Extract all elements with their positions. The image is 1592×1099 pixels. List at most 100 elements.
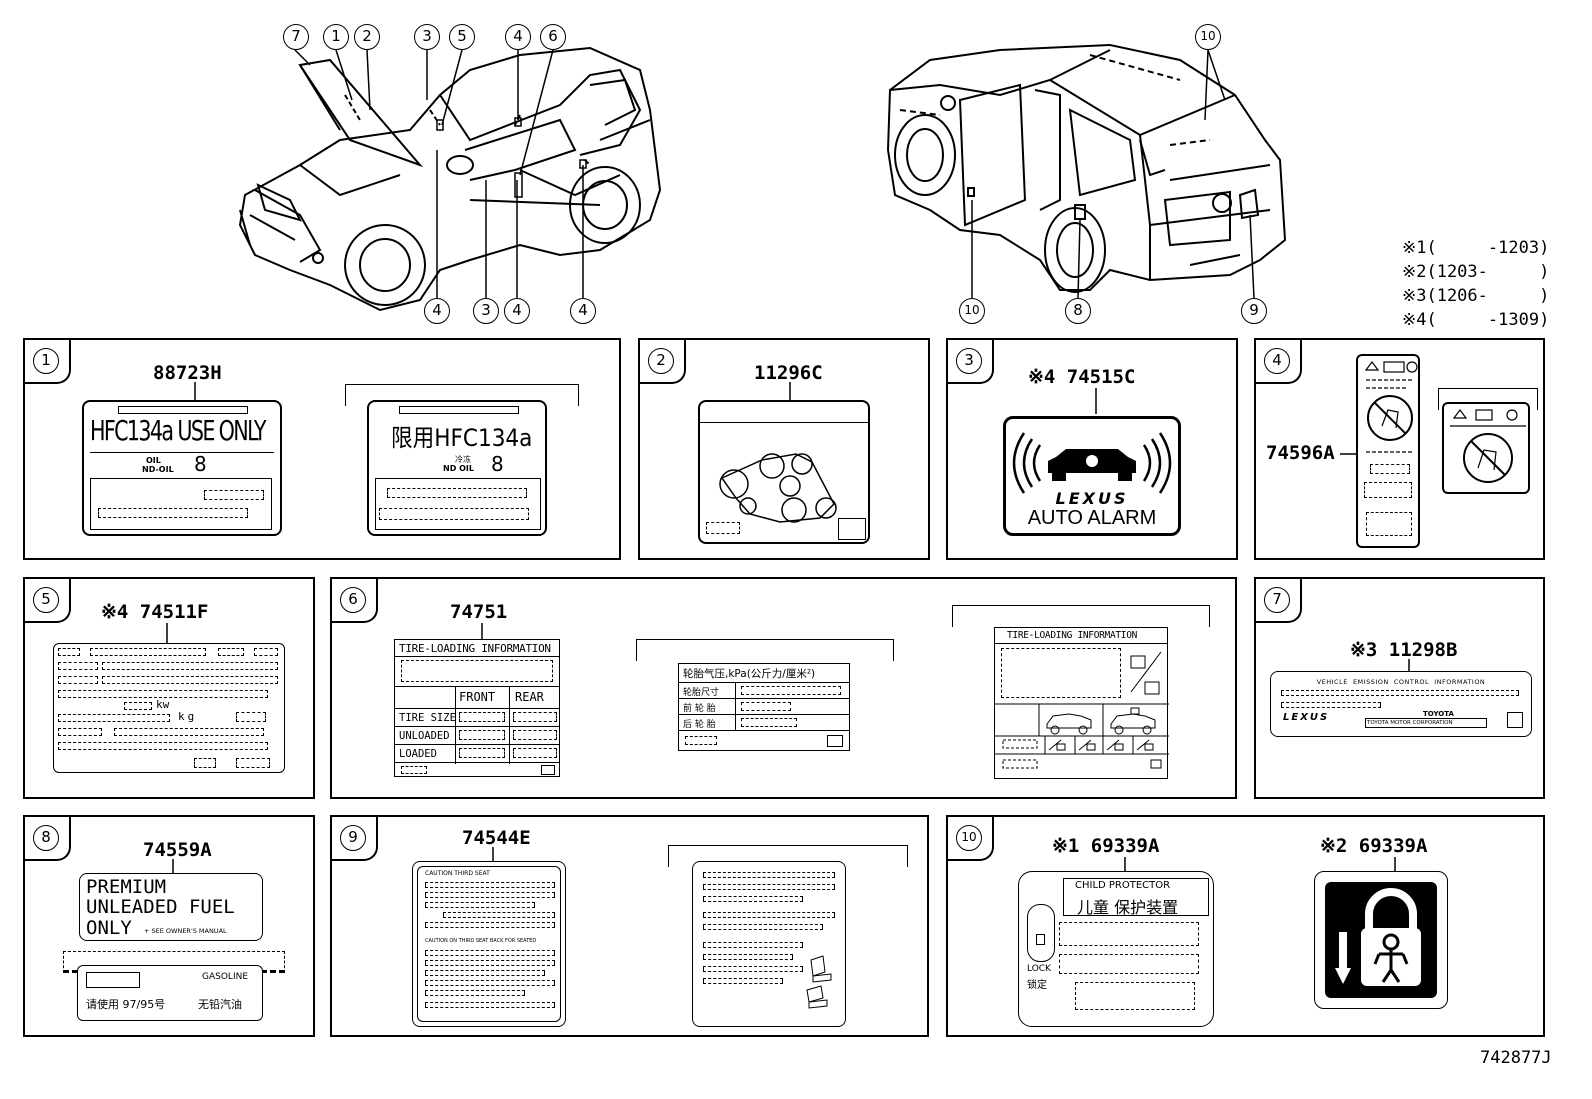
auto-alarm-label: LEXUS AUTO ALARM	[1003, 416, 1181, 536]
vehicle-spec-plate: kw kg	[53, 643, 285, 773]
child-lock-icon	[1325, 882, 1437, 998]
part-number-a: ※1 69339A	[1052, 835, 1160, 857]
panel-tab: 2	[640, 340, 686, 384]
see-manual: + SEE OWNER'S MANUAL	[144, 927, 227, 935]
region-bracket	[636, 639, 894, 661]
child-lock-pictogram-label	[1314, 871, 1448, 1009]
kw-unit: kw	[156, 698, 170, 711]
region-bracket	[668, 845, 908, 867]
panel-number: 6	[340, 587, 366, 613]
oil-label: OIL	[146, 456, 161, 465]
region-bracket	[1438, 388, 1538, 410]
part-number: ※3 11298B	[1350, 639, 1458, 661]
note-2: ※2(1203- )	[1402, 262, 1550, 282]
panel-tab: 4	[1256, 340, 1302, 384]
panel-tab: 1	[25, 340, 71, 384]
panel-number: 4	[1264, 348, 1290, 374]
oil-grade: 8	[491, 452, 504, 476]
part-number: 74544E	[462, 827, 531, 849]
cn-right: 无铅汽油	[198, 998, 242, 1011]
panel-number: 7	[1264, 587, 1290, 613]
panel-tab: 9	[332, 817, 378, 861]
emission-control-label: VEHICLE EMISSION CONTROL INFORMATION LEX…	[1270, 671, 1532, 737]
callout-2: 2	[354, 24, 380, 50]
maker-name: TOYOTA	[1423, 710, 1454, 718]
oil-label-cn: 冷冻	[455, 455, 471, 464]
gasoline-label-cn: GASOLINE 请使用 97/95号 无铅汽油	[77, 965, 263, 1021]
front-header: FRONT	[459, 690, 496, 704]
panel-number: 9	[340, 825, 366, 851]
cn-left: 请使用 97/95号	[86, 998, 166, 1011]
callout-3: 3	[414, 24, 440, 50]
nd-oil-label: ND OIL	[443, 464, 474, 473]
fuel-label: PREMIUM UNLEADED FUEL ONLY + SEE OWNER'S…	[79, 873, 263, 941]
emission-header: VEHICLE EMISSION CONTROL INFORMATION	[1316, 678, 1486, 686]
callout-9: 9	[1241, 298, 1267, 324]
brand-logo: LEXUS	[1283, 712, 1330, 723]
third-seat-caution-label: CAUTION THIRD SEAT CAUTION ON THIRD SEAT…	[412, 861, 566, 1027]
part-number: ※4 74511F	[101, 601, 209, 623]
part-number-b: ※2 69339A	[1320, 835, 1428, 857]
tire-pressure-label-cn: 轮胎气压,kPa(公斤力/厘米²) 轮胎尺寸 前 轮 胎 后 轮 胎	[678, 663, 850, 751]
callout-6: 6	[540, 24, 566, 50]
tire-loading-label: TIRE-LOADING INFORMATION FRONT REAR TIRE…	[394, 639, 560, 777]
kg-unit: kg	[178, 710, 198, 723]
loaded-row: LOADED	[399, 748, 437, 760]
alarm-text: AUTO ALARM	[1027, 507, 1157, 529]
airbag-warning-label-small	[1442, 402, 1530, 494]
panel-tab: 6	[332, 579, 378, 623]
panel-tab: 5	[25, 579, 71, 623]
panel-5: 5 ※4 74511F kw kg	[23, 577, 315, 799]
child-protector-label: CHILD PROTECTOR 儿童 保护装置 LOCK 锁定	[1018, 871, 1214, 1027]
lock-label: LOCK	[1027, 964, 1051, 974]
callout-10: 10	[959, 298, 985, 324]
panel-2: 2 11296C	[638, 338, 930, 560]
region-bracket	[952, 605, 1210, 627]
callout-7: 7	[283, 24, 309, 50]
child-protector-title: CHILD PROTECTOR	[1075, 880, 1171, 891]
panel-tab: 7	[1256, 579, 1302, 623]
cn-row-size: 轮胎尺寸	[683, 688, 720, 698]
front-car-illustration	[238, 46, 662, 312]
airbag-warning-label-tall	[1356, 354, 1420, 548]
alarm-car-icon	[1012, 432, 1172, 494]
callout-5: 5	[449, 24, 475, 50]
fuel-line-1: PREMIUM	[86, 876, 167, 898]
tire-loading-title-2: TIRE-LOADING INFORMATION	[1007, 630, 1138, 641]
oil-grade: 8	[194, 452, 207, 476]
rear-car-illustration	[886, 43, 1287, 299]
refrigerant-label-b: 限用HFC134a 冷冻 ND OIL 8	[367, 400, 547, 536]
diagram-id: 742877J	[1480, 1048, 1552, 1068]
panel-number: 3	[956, 348, 982, 374]
brand-logo: LEXUS	[1055, 489, 1129, 508]
part-number: 11296C	[754, 362, 823, 384]
panel-4: 4 74596A	[1254, 338, 1545, 560]
caution-header-2: CAUTION ON THIRD SEAT BACK FOR SEATED	[425, 938, 537, 944]
panel-3: 3 ※4 74515C LEXUS AUTO ALARM	[946, 338, 1238, 560]
panel-number: 2	[648, 348, 674, 374]
callout-4: 4	[505, 24, 531, 50]
unloaded-row: UNLOADED	[399, 730, 450, 742]
panel-6: 6 74751 TIRE-LOADING INFORMATION FRONT R…	[330, 577, 1237, 799]
panel-7: 7 ※3 11298B VEHICLE EMISSION CONTROL INF…	[1254, 577, 1545, 799]
note-3: ※3(1206- )	[1402, 286, 1550, 306]
hfc-text-cn: 限用HFC134a	[391, 424, 533, 452]
panel-number: 8	[33, 825, 59, 851]
child-protector-cn: 儿童 保护装置	[1077, 898, 1179, 917]
callout-4: 4	[570, 298, 596, 324]
tire-loading-label-2: TIRE-LOADING INFORMATION	[994, 627, 1169, 779]
panel-9: 9 74544E CAUTION THIRD SEAT CAUTION ON T…	[330, 815, 929, 1037]
panel-tab: 8	[25, 817, 71, 861]
lock-label-cn: 锁定	[1027, 980, 1047, 991]
part-number: 74559A	[143, 839, 212, 861]
callout-8: 8	[1065, 298, 1091, 324]
cn-row-front: 前 轮 胎	[683, 704, 716, 714]
seat-pictogram	[806, 955, 832, 1009]
rear-header: REAR	[515, 690, 544, 704]
part-number: ※4 74515C	[1028, 366, 1136, 388]
cn-tire-title: 轮胎气压,kPa(公斤力/厘米²)	[683, 668, 816, 680]
part-number: 88723H	[153, 362, 222, 384]
caution-header-1: CAUTION THIRD SEAT	[425, 870, 490, 877]
fuel-line-2: UNLEADED FUEL	[86, 896, 235, 918]
